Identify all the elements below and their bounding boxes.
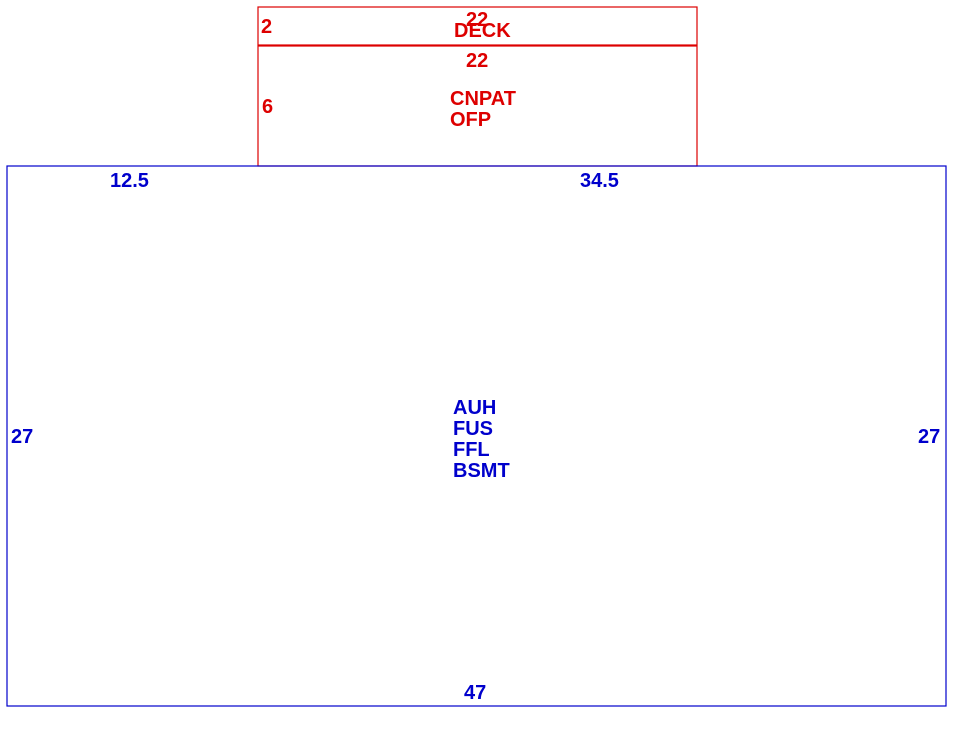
main-area-name-label: AUH [453, 397, 496, 419]
main-area-outline [6, 165, 947, 707]
main-bottom-dimension: 47 [464, 682, 486, 704]
deck-outline [257, 6, 698, 46]
main-top-left-dimension: 12.5 [110, 170, 149, 192]
deck-top-dimension: 22 [466, 9, 488, 31]
porch-name-label: CNPAT [450, 88, 516, 110]
main-right-dimension: 27 [918, 426, 940, 448]
deck-name-label: DECK [454, 20, 511, 42]
main-area-name-label: FFL [453, 439, 490, 461]
porch-name-label: OFP [450, 109, 491, 131]
deck-left-dimension: 2 [261, 16, 272, 38]
porch-left-dimension: 6 [262, 96, 273, 118]
porch-top-dimension: 22 [466, 50, 488, 72]
main-top-right-dimension: 34.5 [580, 170, 619, 192]
main-left-dimension: 27 [11, 426, 33, 448]
main-area-name-label: BSMT [453, 460, 510, 482]
main-area-name-label: FUS [453, 418, 493, 440]
